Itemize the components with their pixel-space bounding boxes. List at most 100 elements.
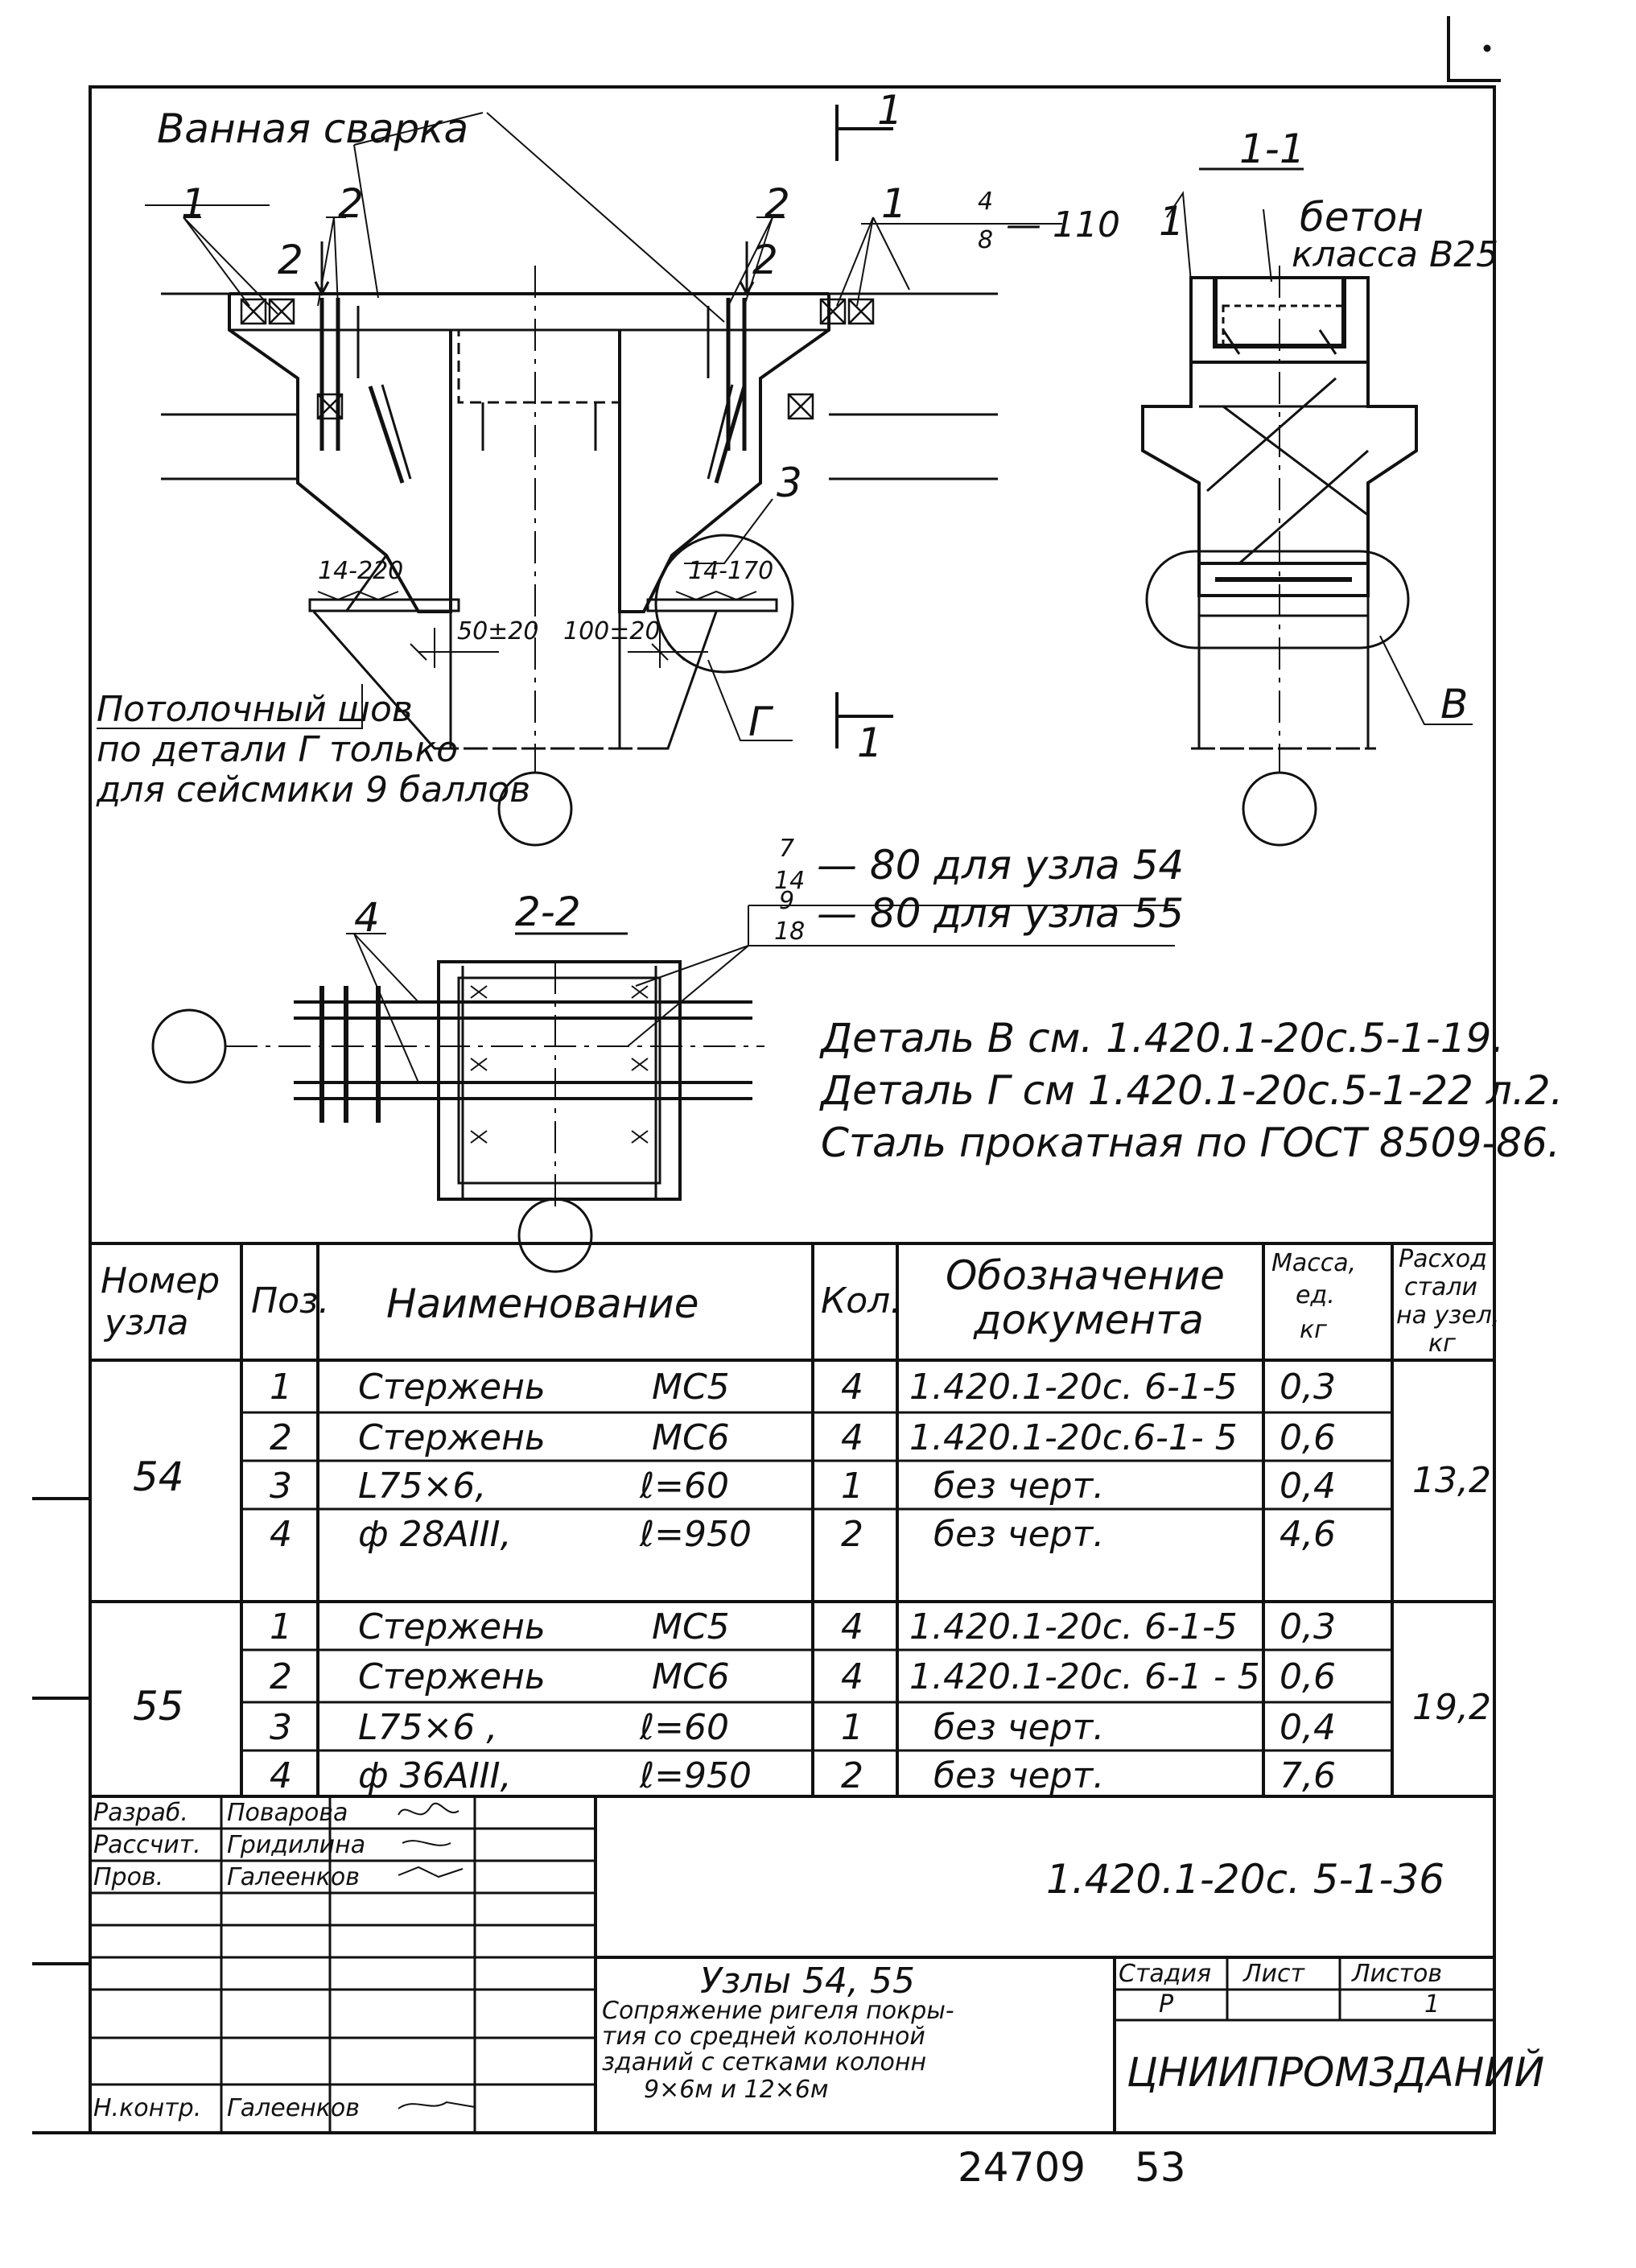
node-total: 13,2 [1412, 1460, 1491, 1501]
node-elevation [97, 105, 1062, 847]
row-mark: ℓ=60 [640, 1707, 730, 1748]
fraction-numerator: 4 [978, 188, 994, 216]
section-1-1 [1141, 167, 1473, 847]
fraction-numerator: 7 [779, 835, 795, 863]
row-doc: 1.420.1-20с. 6-1 - 5 [909, 1656, 1260, 1697]
row-mass: 0,6 [1280, 1417, 1336, 1458]
pos-label: 2 [764, 180, 790, 227]
pos-label: 3 [777, 460, 802, 506]
header-node: узла [105, 1302, 189, 1343]
pos-label: 1 [881, 180, 907, 227]
row-mark: ℓ=60 [640, 1466, 730, 1507]
row-qty: 4 [841, 1417, 863, 1458]
note-steel: Сталь прокатная по ГОСТ 8509-86. [821, 1120, 1560, 1166]
row-pos: 4 [270, 1755, 292, 1796]
row-mark: МС5 [652, 1367, 730, 1408]
sheet-label: Лист [1243, 1960, 1305, 1988]
row-mass: 0,4 [1280, 1707, 1336, 1748]
role-label: Рассчит. [93, 1831, 201, 1859]
note-ceiling-3: для сейсмики 9 баллов [97, 769, 531, 810]
pos-label: 4 [354, 894, 380, 941]
spec-table-grid [90, 1242, 1494, 1798]
header-mass: кг [1300, 1316, 1327, 1344]
weld-mark-right: 14-170 [688, 557, 774, 585]
row-mark: МС6 [652, 1417, 730, 1458]
row-doc: без черт. [933, 1514, 1105, 1555]
row-pos: 1 [270, 1606, 292, 1647]
sheets-value: 1 [1424, 1990, 1440, 2019]
stage-value: Р [1159, 1990, 1174, 2019]
concrete-label-2: класса В25 [1292, 234, 1499, 275]
row-mass: 0,6 [1280, 1656, 1336, 1697]
title-line: тия со средней колонной [602, 2023, 925, 2051]
header-mass: ед. [1296, 1281, 1335, 1309]
row-qty: 1 [841, 1466, 863, 1507]
header-qty: Кол. [821, 1280, 902, 1322]
document-designation: 1.420.1-20с. 5-1-36 [1046, 1856, 1445, 1903]
row-name: Стержень [358, 1417, 546, 1458]
title-line: Узлы 54, 55 [700, 1961, 916, 2002]
row-name: L75×6, [358, 1466, 487, 1507]
section-2-2 [151, 905, 1175, 1273]
fraction-tail: — 80 для узла 55 [817, 890, 1185, 937]
row-name: Стержень [358, 1656, 546, 1697]
row-mass: 7,6 [1280, 1755, 1336, 1796]
row-pos: 3 [270, 1707, 292, 1748]
section-mark-top: 1 [877, 87, 903, 134]
row-doc: без черт. [933, 1755, 1105, 1796]
row-name: L75×6 , [358, 1707, 498, 1748]
fraction-numerator: 9 [779, 887, 795, 915]
role-label: Разраб. [93, 1799, 188, 1827]
row-qty: 2 [841, 1755, 863, 1796]
row-mass: 0,3 [1280, 1367, 1336, 1408]
person-name: Галеенков [227, 1863, 360, 1891]
person-name: Гридилина [227, 1831, 366, 1859]
row-pos: 4 [270, 1514, 292, 1555]
fraction-tail: — 80 для узла 54 [817, 842, 1185, 889]
row-mark: МС6 [652, 1656, 730, 1697]
fraction-denominator: 8 [978, 226, 994, 254]
row-name: Стержень [358, 1606, 546, 1647]
row-name: ф 36АIII, [358, 1755, 512, 1796]
header-doc: документа [974, 1297, 1204, 1343]
row-doc: без черт. [933, 1466, 1105, 1507]
fraction-denominator: 18 [774, 918, 806, 946]
header-name: Наименование [386, 1280, 699, 1327]
signatures [398, 1802, 476, 2109]
corner-mark [1447, 16, 1501, 82]
header-pos: Поз. [251, 1280, 330, 1322]
row-qty: 2 [841, 1514, 863, 1555]
header-doc: Обозначение [946, 1252, 1225, 1299]
row-mass: 0,3 [1280, 1606, 1336, 1647]
row-qty: 4 [841, 1367, 863, 1408]
row-mass: 0,4 [1280, 1466, 1336, 1507]
row-qty: 4 [841, 1656, 863, 1697]
header-total: кг [1428, 1330, 1456, 1358]
section-title-1-1: 1-1 [1239, 126, 1305, 172]
detail-v-label: В [1440, 681, 1469, 728]
sheets-label: Листов [1352, 1960, 1443, 1988]
fraction-tail: — 110 [1006, 204, 1120, 245]
title-line: Сопряжение ригеля покры- [602, 1997, 954, 2025]
row-doc: без черт. [933, 1707, 1105, 1748]
node-number: 54 [133, 1454, 184, 1500]
titleblock-grid [90, 1796, 1494, 2133]
row-doc: 1.420.1-20с.6-1- 5 [909, 1417, 1238, 1458]
note-detail-g: Деталь Г см 1.420.1-20с.5-1-22 л.2. [821, 1067, 1564, 1114]
role-label: Н.контр. [93, 2094, 202, 2122]
row-mass: 4,6 [1280, 1514, 1336, 1555]
pos-label: 2 [752, 237, 778, 283]
title-line: 9×6м и 12×6м [644, 2076, 829, 2104]
section-mark-bottom: 1 [857, 720, 883, 766]
person-name: Поварова [227, 1799, 348, 1827]
section-title-2-2: 2-2 [515, 889, 581, 935]
dim-100: 100±20 [563, 617, 661, 645]
header-total: Расход [1399, 1245, 1487, 1273]
note-detail-v: Деталь В см. 1.420.1-20с.5-1-19. [821, 1015, 1505, 1062]
node-number: 55 [133, 1683, 184, 1730]
row-pos: 1 [270, 1367, 292, 1408]
header-total: на узел, [1396, 1301, 1500, 1330]
row-doc: 1.420.1-20с. 6-1-5 [909, 1367, 1238, 1408]
header-mass: Масса, [1271, 1249, 1357, 1277]
